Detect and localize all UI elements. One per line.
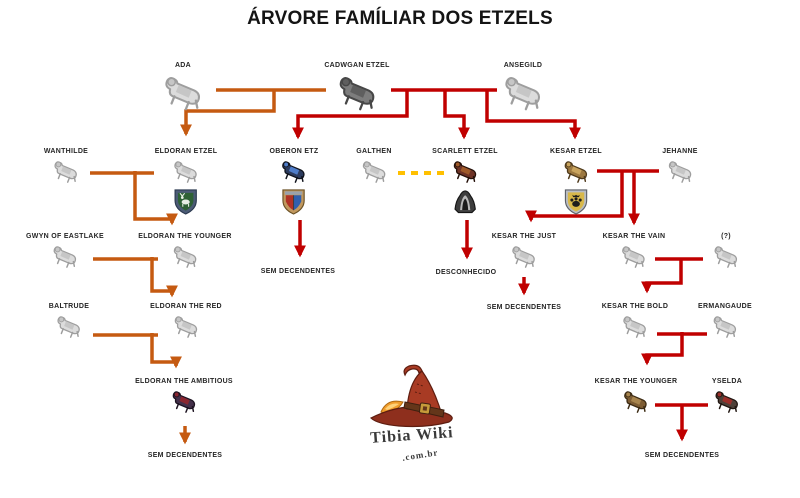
person-name: JEHANNE — [662, 148, 698, 155]
terminal-no-descendants-kesar-younger: SEM DECENDENTES — [644, 452, 720, 459]
person-eldoran-the-ambitious: ELDORAN THE AMBITIOUS — [135, 378, 233, 414]
character-sprite-scarlett — [450, 158, 480, 184]
person-name: ELDORAN THE AMBITIOUS — [135, 378, 233, 385]
person-wanthilde: WANTHILDE — [44, 148, 88, 184]
person-name: KESAR THE YOUNGER — [594, 378, 678, 385]
tibiawiki-logo-domain: .com.br — [401, 447, 440, 463]
person-name: KESAR THE JUST — [491, 233, 557, 240]
person-name: KESAR ETZEL — [550, 148, 602, 155]
character-sprite-kesar-vain — [619, 243, 649, 269]
character-sprite-cadwgan — [334, 72, 380, 112]
terminal-unknown-scarlett: DESCONHECIDO — [435, 269, 497, 276]
person-name: ELDORAN THE RED — [150, 303, 222, 310]
person-kesar-the-bold: KESAR THE BOLD — [602, 303, 668, 339]
character-sprite-eldoran-younger — [170, 243, 200, 269]
character-sprite-galthen — [359, 158, 389, 184]
person-gwyn-of-eastlake: GWYN OF EASTLAKE — [26, 233, 104, 269]
person-eldoran-the-younger: ELDORAN THE YOUNGER — [138, 233, 231, 269]
character-sprite-unknown — [711, 243, 741, 269]
person-name: ERMANGAUDE — [698, 303, 752, 310]
person-name: SCARLETT ETZEL — [432, 148, 498, 155]
person-oberon-etz: OBERON ETZ — [270, 148, 319, 215]
person-kesar-the-younger: KESAR THE YOUNGER — [595, 378, 678, 414]
person-name: WANTHILDE — [43, 148, 89, 155]
character-sprite-ermangaude — [710, 313, 740, 339]
character-sprite-kesar-just — [509, 243, 539, 269]
person-ada: ADA — [160, 62, 206, 112]
person-yselda: YSELDA — [712, 378, 742, 414]
terminal-no-descendants-kesar-just: SEM DECENDENTES — [486, 304, 562, 311]
person-unknown-spouse: (?) — [711, 233, 741, 269]
character-sprite-eldoran-red — [171, 313, 201, 339]
character-sprite-wanthilde — [51, 158, 81, 184]
person-name: OBERON ETZ — [269, 148, 319, 155]
character-sprite-eldoran-ambitious — [169, 388, 199, 414]
person-eldoran-etzel: ELDORAN ETZEL — [155, 148, 218, 215]
character-sprite-kesar — [561, 158, 591, 184]
person-scarlett-etzel: SCARLETT ETZEL — [432, 148, 498, 215]
character-sprite-jehanne — [665, 158, 695, 184]
page-title: ÁRVORE FAMÍLIAR DOS ETZELS — [247, 8, 553, 29]
person-name: GWYN OF EASTLAKE — [26, 233, 104, 240]
character-sprite-baltrude — [54, 313, 84, 339]
person-eldoran-the-red: ELDORAN THE RED — [150, 303, 222, 339]
wizard-hat-logo-icon — [369, 364, 453, 428]
person-name: ANSEGILD — [503, 62, 543, 69]
person-name: KESAR THE BOLD — [601, 303, 669, 310]
person-kesar-the-vain: KESAR THE VAIN — [603, 233, 666, 269]
person-name: ELDORAN ETZEL — [154, 148, 218, 155]
person-cadwgan-etzel: CADWGAN ETZEL — [324, 62, 389, 112]
person-name: YSELDA — [711, 378, 743, 385]
character-sprite-kesar-bold — [620, 313, 650, 339]
dark-helm-icon — [452, 188, 478, 215]
character-sprite-ada — [160, 72, 206, 112]
character-sprite-oberon — [279, 158, 309, 184]
character-sprite-yselda — [712, 388, 742, 414]
person-name: ELDORAN THE YOUNGER — [138, 233, 232, 240]
red-blue-quartered-shield-icon — [281, 188, 307, 215]
person-name: KESAR THE VAIN — [602, 233, 666, 240]
person-kesar-the-just: KESAR THE JUST — [492, 233, 557, 269]
gold-paw-shield-icon — [563, 188, 589, 215]
character-sprite-kesar-younger — [621, 388, 651, 414]
person-name: (?) — [721, 233, 731, 240]
character-sprite-eldoran — [171, 158, 201, 184]
person-ansegild: ANSEGILD — [500, 62, 546, 112]
person-ermangaude: ERMANGAUDE — [698, 303, 752, 339]
character-sprite-ansegild — [500, 72, 546, 112]
green-stag-shield-icon — [173, 188, 199, 215]
person-name: ADA — [174, 62, 192, 69]
person-galthen: GALTHEN — [356, 148, 391, 184]
person-baltrude: BALTRUDE — [49, 303, 89, 339]
terminal-no-descendants-oberon: SEM DECENDENTES — [260, 268, 336, 275]
person-jehanne: JEHANNE — [662, 148, 698, 184]
person-name: GALTHEN — [356, 148, 392, 155]
person-kesar-etzel: KESAR ETZEL — [550, 148, 602, 215]
terminal-no-descendants-eldoran-ambitious: SEM DECENDENTES — [147, 452, 223, 459]
person-name: CADWGAN ETZEL — [324, 62, 390, 69]
character-sprite-gwyn — [50, 243, 80, 269]
person-name: BALTRUDE — [48, 303, 90, 310]
